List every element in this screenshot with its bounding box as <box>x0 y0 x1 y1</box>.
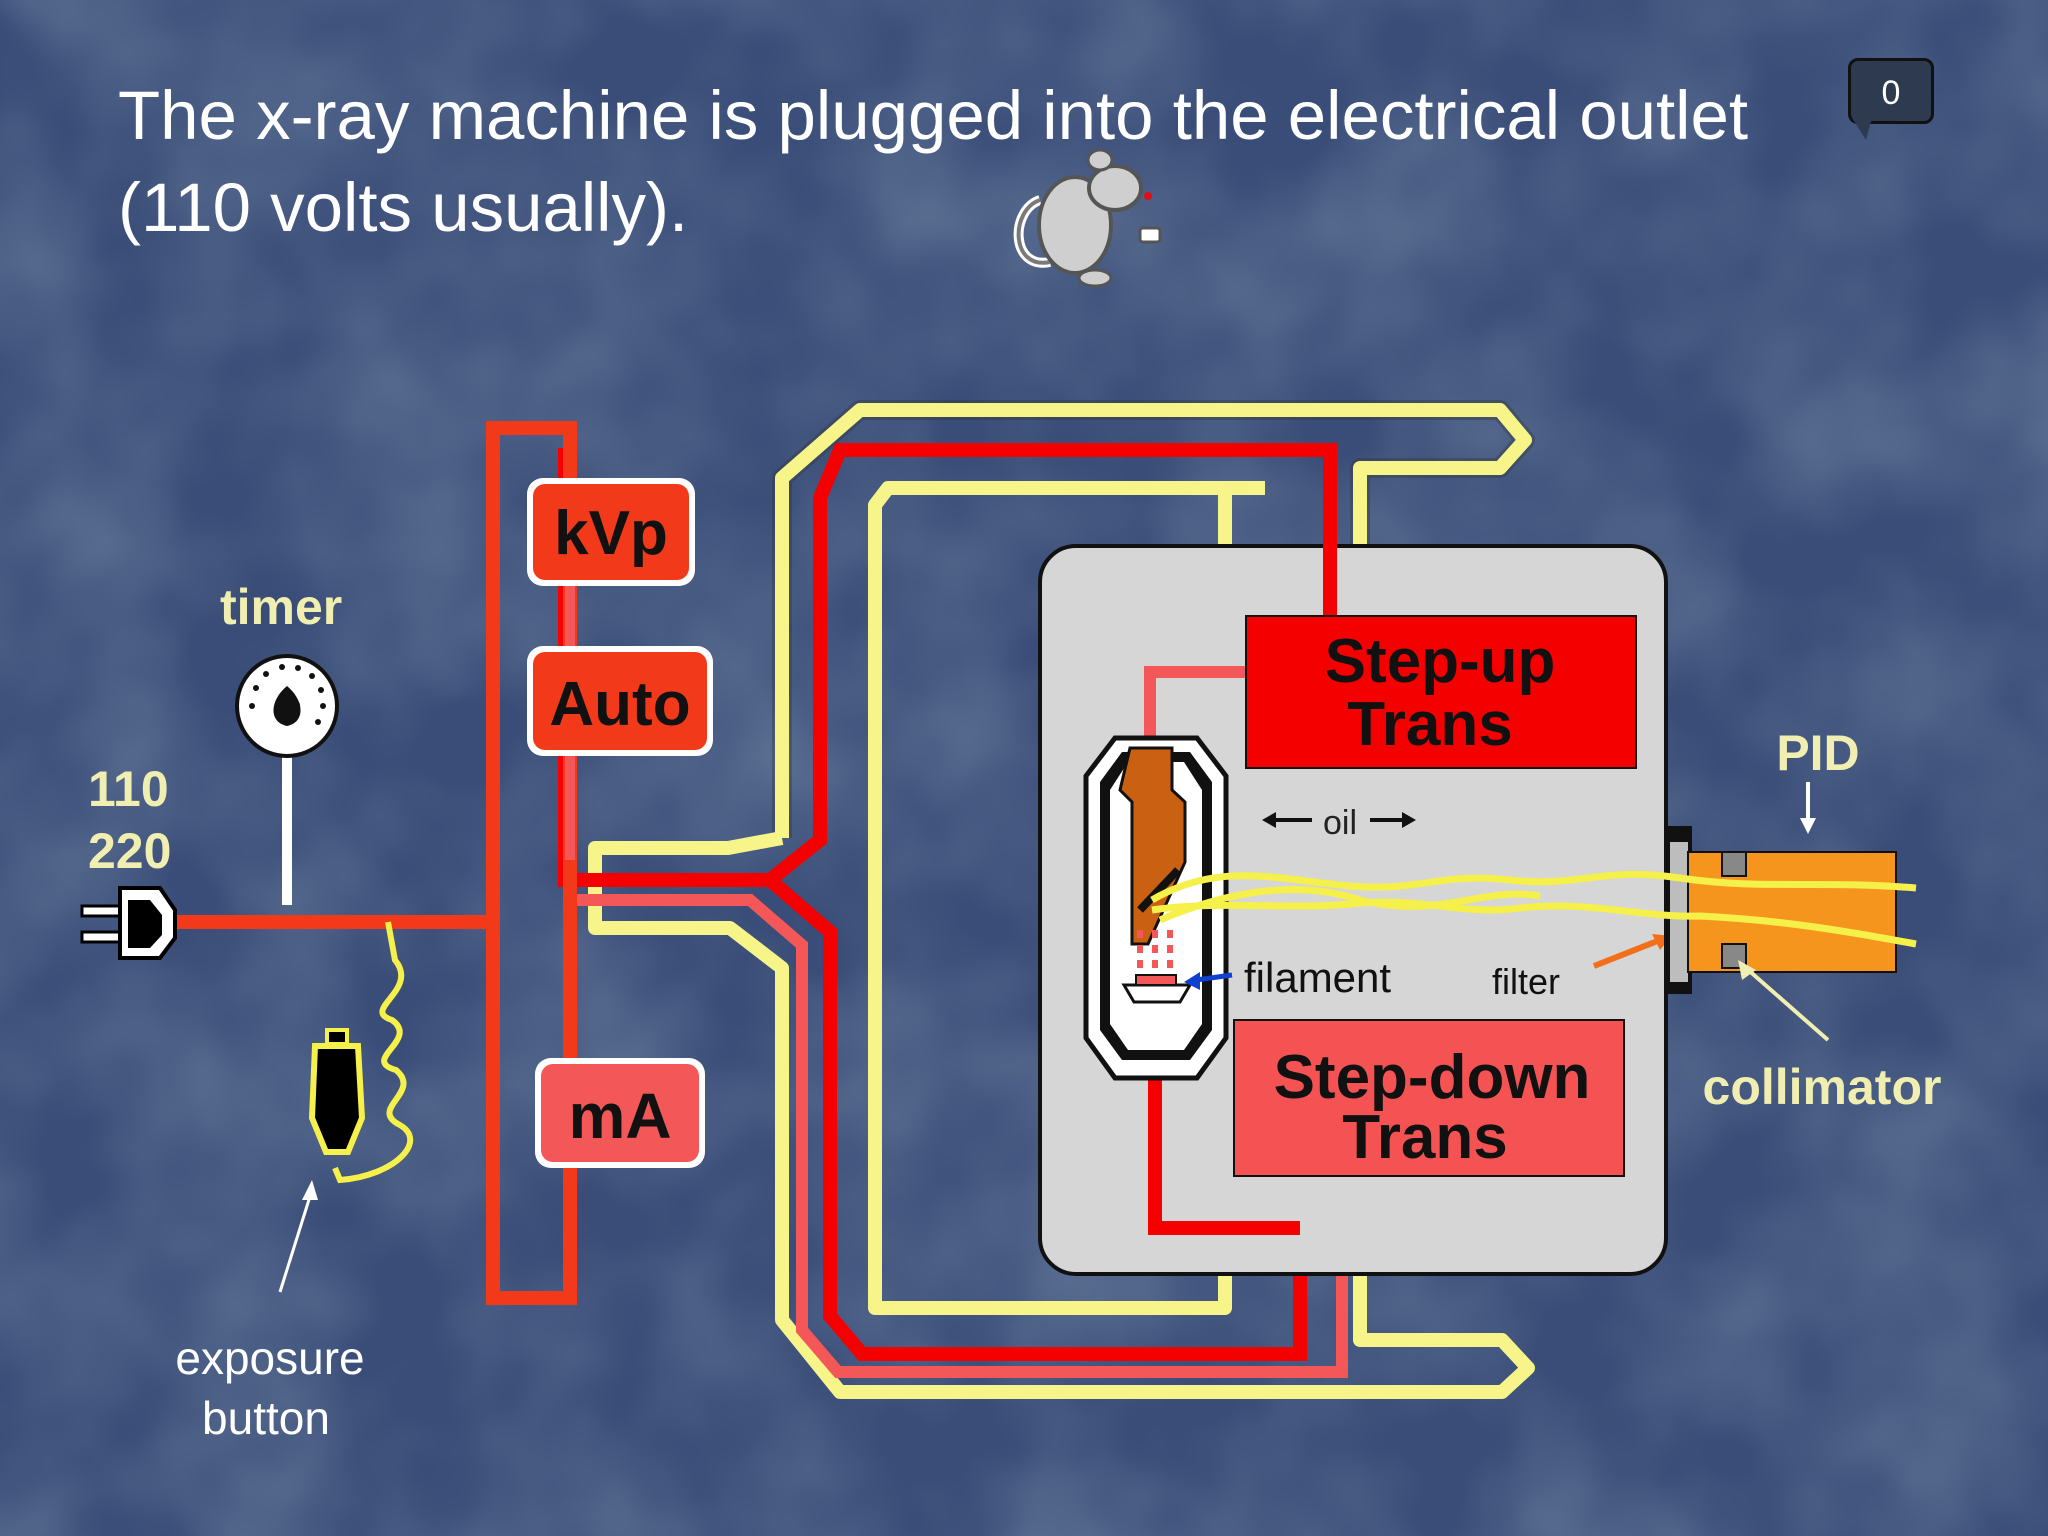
auto-label: Auto <box>549 670 690 739</box>
pid-cone <box>1687 851 1897 973</box>
slide-title: The x-ray machine is plugged into the el… <box>118 70 1878 254</box>
stepup-transformer: Step-up Trans <box>1245 615 1637 769</box>
title-line-2: (110 volts usually). <box>118 169 689 246</box>
mouse-clipart-icon <box>1013 148 1162 288</box>
voltage-110-label: 110 <box>88 761 169 817</box>
plug-icon <box>80 886 177 960</box>
collimator-pointer <box>1744 966 1830 1042</box>
filter-pointer <box>1592 937 1662 969</box>
timer-label: timer <box>220 579 342 635</box>
auto-control[interactable]: Auto <box>527 646 713 756</box>
voltage-220-label: 220 <box>88 823 171 879</box>
ma-label: mA <box>568 1080 671 1152</box>
stepdown-transformer: Step-down Trans <box>1233 1019 1625 1177</box>
exposure-label-1: exposure <box>175 1332 364 1384</box>
comment-count-badge[interactable]: 0 <box>1848 58 1934 124</box>
main-bus-bar <box>486 421 577 1305</box>
collimator-top <box>1721 851 1747 877</box>
stepup-label-1: Step-up <box>1325 627 1556 696</box>
ma-control[interactable]: mA <box>535 1058 705 1168</box>
exposure-pointer <box>278 1189 314 1293</box>
filter-label: filter <box>1492 961 1560 1002</box>
pid-label: PID <box>1776 725 1859 781</box>
filament-pointer <box>1195 972 1233 983</box>
exposure-button-icon <box>308 1028 366 1155</box>
exposure-label-2: button <box>202 1392 330 1444</box>
yellow-wires <box>588 400 1535 1399</box>
exposure-cord <box>332 921 414 1184</box>
oil-indicator: oil <box>1262 804 1416 842</box>
kvp-label: kVp <box>554 499 668 568</box>
filament-label: filament <box>1244 954 1391 1001</box>
stepup-label-2: Trans <box>1347 690 1512 759</box>
title-line-1: The x-ray machine is plugged into the el… <box>118 77 1749 154</box>
stepdown-label-1: Step-down <box>1274 1043 1591 1112</box>
timer-dial-icon <box>235 654 339 758</box>
oil-label: oil <box>1323 804 1357 842</box>
xray-beams <box>1150 870 1917 948</box>
kvp-control[interactable]: kVp <box>527 478 695 586</box>
comment-bubble-tail <box>1852 118 1872 140</box>
stepdown-label-2: Trans <box>1342 1103 1507 1172</box>
collimator-label: collimator <box>1703 1059 1942 1115</box>
